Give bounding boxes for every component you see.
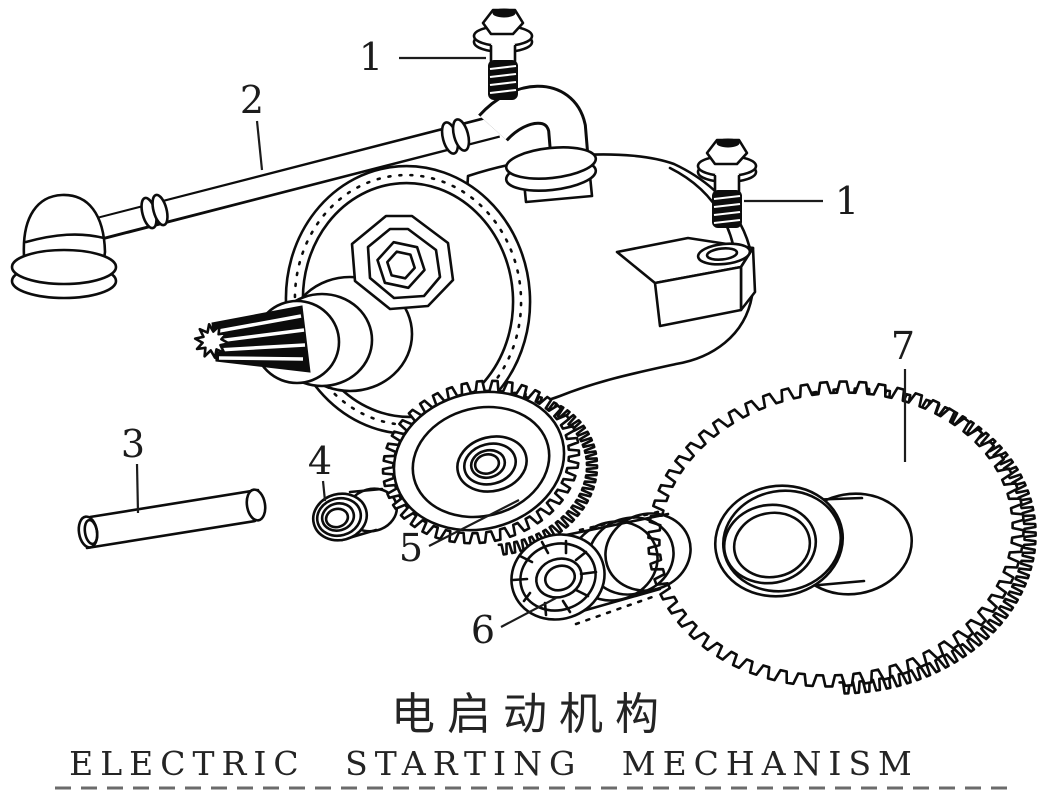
spline-end-star	[193, 322, 231, 360]
bolt-threads	[712, 190, 742, 228]
bolt-shank	[491, 44, 515, 62]
flange-bolt-top	[472, 8, 534, 100]
idle-gear-rim	[392, 390, 566, 532]
boot-flange	[10, 248, 118, 286]
bolt-thread-lines	[489, 65, 517, 94]
bolt-thread-lines	[713, 195, 741, 224]
part-callouts: 1 1 2 3 4 5 6 7	[121, 35, 915, 652]
bolt-hex-head	[481, 8, 525, 36]
diagram-title-chinese: 电启动机构	[391, 689, 671, 740]
idle-gear-hub-ring	[463, 442, 517, 486]
driven-bore	[722, 503, 818, 585]
mount-lug-front	[653, 265, 743, 328]
clutch-cage-inner	[535, 557, 583, 599]
mount-lug-hole-inner	[705, 247, 739, 261]
part-number-label-6: 6	[471, 608, 495, 652]
clutch-center	[543, 564, 577, 592]
starter-motor	[193, 153, 757, 436]
part-number-label-5: 5	[399, 526, 423, 570]
part-number-label-4: 4	[308, 439, 332, 483]
callout-leader-3	[135, 463, 140, 514]
driven-bore-inner	[732, 511, 812, 579]
flange-bolt-right	[696, 138, 758, 228]
face-bolt-hex-inner	[385, 250, 417, 280]
elbow-collar	[504, 146, 598, 180]
callout-leader-2	[255, 120, 264, 171]
clutch-rollers	[511, 539, 598, 617]
bushing-front-rim	[315, 496, 363, 538]
bolt-hex-top	[492, 8, 516, 18]
bushing-bore-inner	[324, 507, 350, 529]
starter-idle-gear	[381, 379, 599, 556]
bolt-hex-head	[705, 138, 749, 166]
part-number-label-7: 7	[891, 324, 915, 368]
face-bracket-inner	[366, 227, 442, 300]
shaft-pin	[77, 488, 267, 550]
one-way-clutch	[510, 509, 692, 626]
cable-bead-right-b	[451, 118, 471, 152]
callout-leader-6	[500, 597, 557, 628]
face-bolt-hex	[376, 240, 426, 290]
part-number-label-1: 1	[359, 35, 383, 79]
starter-driven-gear	[647, 380, 1037, 695]
bolt-hex-top	[716, 138, 740, 148]
idle-gear-web	[411, 405, 551, 519]
part-number-label-2: 2	[240, 78, 264, 122]
callout-leader-5	[428, 499, 520, 547]
callout-leader-4	[321, 480, 327, 502]
idle-gear-bore-inner	[473, 453, 501, 475]
cable-elbow-inner	[480, 87, 586, 154]
part-number-label-3: 3	[121, 422, 145, 466]
starter-cable	[10, 84, 598, 300]
pin-body	[87, 490, 258, 548]
boot-seam	[24, 233, 106, 244]
bushing	[311, 487, 399, 542]
pin-right-end	[245, 488, 267, 522]
spline-ridges	[217, 314, 306, 361]
pin-left-chamfer	[83, 518, 99, 546]
cable-bead-left-b	[151, 193, 169, 227]
diagram-title-english: ELECTRIC STARTING MECHANISM	[69, 744, 919, 783]
part-number-label-1: 1	[835, 179, 859, 223]
bolt-shank	[715, 174, 739, 192]
